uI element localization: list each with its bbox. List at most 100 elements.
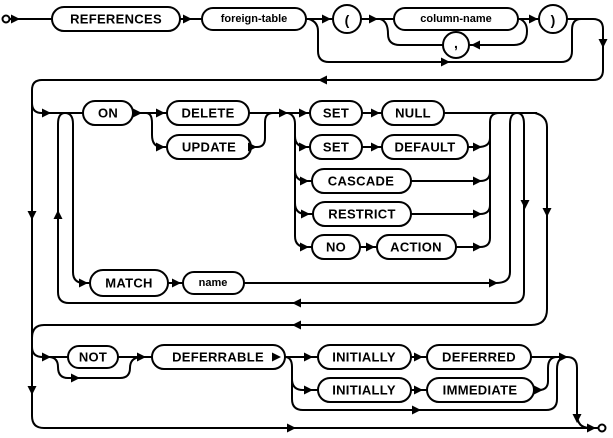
- terminal-rparen: ): [551, 12, 556, 28]
- arrowhead: [79, 278, 88, 288]
- node-foreign-table: foreign-table: [201, 7, 307, 31]
- arrowhead: [534, 385, 543, 395]
- node-deferred: DEFERRED: [426, 344, 532, 370]
- arrowhead: [287, 423, 296, 433]
- variable-name: name: [199, 277, 228, 289]
- arrowhead: [183, 14, 192, 24]
- node-name: name: [182, 271, 245, 295]
- keyword-immediate: IMMEDIATE: [443, 383, 518, 398]
- arrowhead: [27, 386, 37, 395]
- keyword-null: NULL: [395, 106, 431, 121]
- arrowhead: [371, 108, 380, 118]
- arrowhead: [279, 108, 288, 118]
- start-terminal: [1, 14, 11, 24]
- arrowhead: [300, 176, 309, 186]
- arrowhead: [366, 242, 375, 252]
- node-lparen: (: [332, 4, 362, 34]
- arrowhead: [42, 352, 51, 362]
- arrowheads: [11, 14, 608, 433]
- keyword-deferred: DEFERRED: [442, 350, 516, 365]
- arrowhead: [520, 200, 530, 209]
- keyword-cascade: CASCADE: [328, 174, 394, 189]
- variable-column-name: column-name: [420, 13, 492, 25]
- arrowhead: [559, 352, 568, 362]
- arrowhead: [371, 142, 380, 152]
- arrowhead: [292, 298, 301, 308]
- keyword-references: REFERENCES: [70, 12, 162, 27]
- node-deferrable: DEFERRABLE: [151, 344, 286, 370]
- keyword-initially: INITIALLY: [332, 350, 396, 365]
- arrowhead: [473, 176, 482, 186]
- arrowhead: [42, 108, 51, 118]
- arrowhead: [441, 57, 450, 67]
- arrowhead: [304, 385, 313, 395]
- node-null: NULL: [381, 100, 445, 126]
- node-restrict: RESTRICT: [312, 201, 412, 227]
- keyword-set: SET: [323, 106, 349, 121]
- arrowhead: [172, 278, 181, 288]
- node-on: ON: [82, 100, 134, 126]
- arrowhead: [489, 278, 498, 288]
- keyword-restrict: RESTRICT: [328, 207, 395, 222]
- arrowhead: [587, 423, 596, 433]
- node-action: ACTION: [376, 234, 457, 260]
- arrowhead: [299, 142, 308, 152]
- arrowhead: [473, 209, 482, 219]
- keyword-update: UPDATE: [182, 140, 236, 155]
- arrowhead: [53, 210, 63, 219]
- keyword-set: SET: [323, 140, 349, 155]
- arrowhead: [318, 75, 327, 85]
- node-delete: DELETE: [166, 100, 250, 126]
- node-rparen: ): [538, 4, 568, 34]
- keyword-match: MATCH: [105, 276, 152, 291]
- arrowhead: [27, 211, 37, 220]
- arrowhead: [299, 108, 308, 118]
- arrowhead: [304, 352, 313, 362]
- arrowhead: [301, 209, 310, 219]
- arrowhead: [412, 405, 421, 415]
- keyword-on: ON: [98, 106, 118, 121]
- arrowhead: [471, 40, 480, 50]
- node-update: UPDATE: [166, 134, 252, 160]
- node-comma: ,: [442, 31, 470, 59]
- node-set2: SET: [309, 134, 363, 160]
- arrowhead: [292, 320, 301, 330]
- arrowhead: [473, 242, 482, 252]
- variable-foreign-table: foreign-table: [221, 13, 288, 25]
- arrowhead: [300, 242, 309, 252]
- node-match: MATCH: [89, 269, 169, 297]
- node-initially1: INITIALLY: [317, 344, 412, 370]
- arrowhead: [156, 142, 165, 152]
- arrowhead: [156, 108, 165, 118]
- arrowhead: [529, 14, 538, 24]
- node-column-name: column-name: [393, 7, 519, 31]
- node-immediate: IMMEDIATE: [426, 377, 535, 403]
- node-cascade: CASCADE: [311, 168, 412, 194]
- terminal-lparen: (: [345, 12, 350, 28]
- arrowhead: [414, 352, 423, 362]
- keyword-delete: DELETE: [181, 106, 234, 121]
- node-initially2: INITIALLY: [317, 377, 412, 403]
- keyword-no: NO: [326, 240, 346, 255]
- arrowhead: [473, 142, 482, 152]
- node-references: REFERENCES: [51, 6, 181, 32]
- arrowhead: [598, 39, 608, 48]
- arrowhead: [369, 14, 378, 24]
- arrowhead: [133, 108, 142, 118]
- keyword-action: ACTION: [390, 240, 442, 255]
- arrowhead: [542, 208, 552, 217]
- node-default: DEFAULT: [381, 134, 469, 160]
- arrowhead: [11, 14, 20, 24]
- terminal-comma: ,: [454, 35, 458, 51]
- arrowhead: [572, 414, 582, 423]
- keyword-not: NOT: [79, 350, 107, 365]
- node-set1: SET: [309, 100, 363, 126]
- node-no: NO: [311, 234, 361, 260]
- keyword-default: DEFAULT: [394, 140, 455, 155]
- arrowhead: [272, 352, 281, 362]
- end-terminal: [597, 423, 607, 433]
- arrowhead: [137, 352, 146, 362]
- keyword-deferrable: DEFERRABLE: [172, 350, 264, 365]
